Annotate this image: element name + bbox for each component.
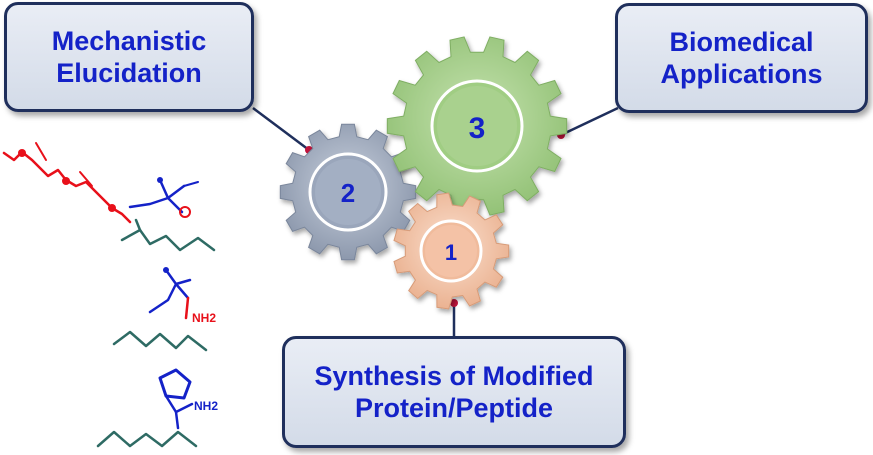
gear-3-number: 3 (469, 112, 486, 145)
synthesis-line2: Protein/Peptide (354, 393, 554, 423)
biomedical-line1: Biomedical (669, 26, 814, 57)
connector-biomedical (560, 106, 619, 137)
synthesis-line1: Synthesis of Modified (314, 360, 594, 391)
gear-1 (393, 192, 510, 310)
connector-mechanistic (252, 107, 310, 151)
nh2-label-1: NH2 (192, 311, 216, 325)
gear-1-number: 1 (445, 240, 457, 265)
connector-dot-synthesis (450, 299, 458, 307)
mechanistic-line2: Elucidation (56, 58, 202, 88)
molecule-ring-amine: NH2 (96, 368, 218, 448)
biomedical-line2: Applications (660, 59, 823, 89)
gear-2 (279, 123, 417, 261)
synthesis-box: Synthesis of Modified Protein/Peptide (282, 336, 626, 448)
molecule-lipid-phosphate (2, 142, 216, 252)
mechanistic-line1: Mechanistic (51, 25, 207, 56)
nh2-label-2: NH2 (194, 399, 218, 413)
biomedical-applications-box: Biomedical Applications (615, 3, 868, 113)
molecule-phosphate-amine: NH2 (112, 267, 216, 352)
mechanistic-elucidation-box: Mechanistic Elucidation (4, 2, 254, 112)
gear-2-number: 2 (341, 178, 355, 208)
gear-3 (386, 36, 568, 216)
